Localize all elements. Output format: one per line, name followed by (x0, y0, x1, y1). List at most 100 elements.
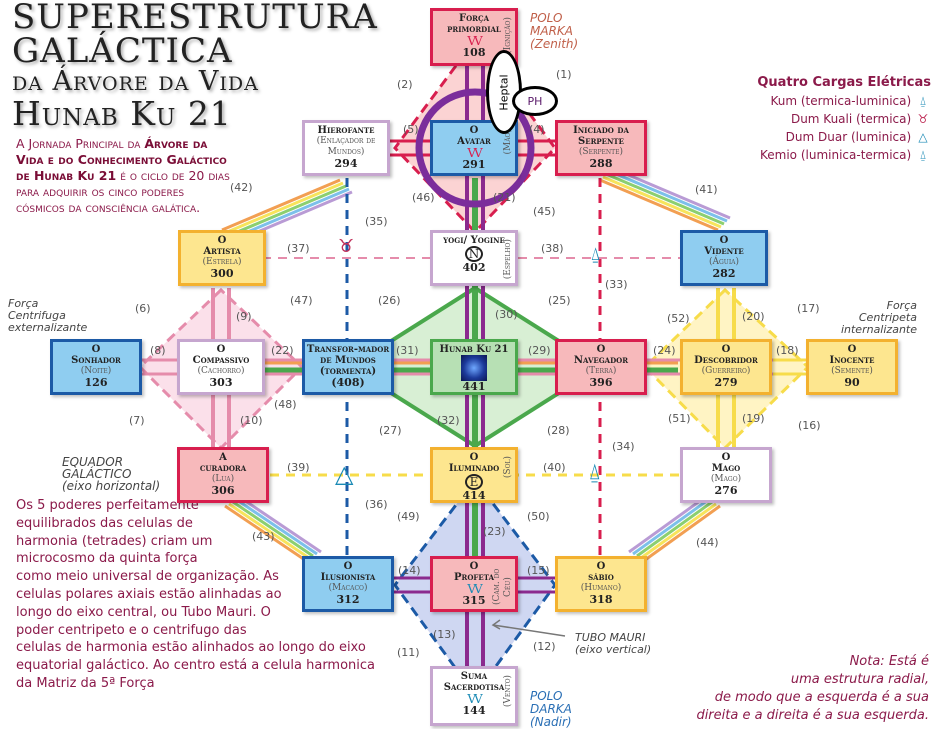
node-number: 303 (209, 376, 233, 389)
node-curadora[interactable]: A curadora (Lua) 306 (177, 447, 269, 503)
node-yogi-yogine[interactable]: yogi/ Yogine N 402 (Espelho) (430, 230, 518, 286)
connection-number: (7) (129, 414, 145, 427)
note-line: uma estrutura radial, (790, 672, 929, 687)
tubo-mauri-arrow (492, 624, 566, 637)
node-sub: (Lua) (211, 474, 235, 484)
connection-number: (24) (653, 344, 676, 357)
node-name: Compassivo (192, 355, 250, 366)
connection-number: (1) (556, 68, 572, 81)
node-mago[interactable]: O Mago (Mago) 276 (680, 447, 772, 503)
label-line: DARKA (530, 702, 572, 716)
note-text: Nota: Está é uma estrutura radial, de mo… (696, 653, 929, 725)
dum-duar-icon: △ (335, 460, 354, 488)
wave-icon: VV (467, 582, 482, 596)
node-number: 402 (462, 261, 486, 274)
node-sub: (Macaco) (328, 583, 368, 593)
kum-icon: ⍙ (590, 244, 601, 265)
node-sub: (Estrela) (202, 257, 242, 267)
node-transformador-de-mundos[interactable]: Transfor-mador de Mundos (tormenta) (408… (302, 339, 394, 395)
connection-number: (44) (696, 536, 719, 549)
node-prefix: O (847, 344, 857, 355)
connection-number: (48) (274, 398, 297, 411)
node-sonhador[interactable]: O Sonhador (Noite) 126 (50, 339, 142, 395)
note-line: de modo que a esquerda é a sua (714, 690, 929, 705)
connection-number: (38) (541, 242, 564, 255)
node-name: Iniciado da Serpente (573, 125, 629, 147)
wave-icon: VV (467, 146, 482, 160)
connection-number: (42) (230, 181, 253, 194)
legend-item: Dum Duar (luminica) △ (757, 128, 931, 146)
label-line: POLO (530, 11, 563, 25)
node-sabio[interactable]: O sábio (Humano) 318 (555, 556, 647, 612)
connection-number: (6) (135, 302, 151, 315)
connection-number: (13) (433, 628, 456, 641)
node-compassivo[interactable]: O Compassivo (Cachorro) 303 (177, 339, 265, 395)
node-name: Sonhador (71, 355, 121, 366)
ph-annotation: PH (512, 86, 558, 116)
label-line: Força (886, 299, 917, 312)
ph-label: PH (527, 94, 543, 108)
connection-number: (52) (667, 312, 690, 325)
connection-number: (36) (365, 498, 388, 511)
node-name: Mago (711, 463, 741, 474)
node-sub: (Cachorro) (197, 366, 245, 376)
connection-number: (33) (605, 278, 628, 291)
node-navegador[interactable]: O Navegador (Terra) 396 (555, 339, 647, 395)
node-iluminado[interactable]: O Iluminado E 414 (Sol) (430, 447, 518, 503)
node-name: Vidente (704, 246, 744, 257)
node-suma-sacerdotisa[interactable]: Suma Sacerdotisa VV 144 (Vento) (430, 666, 518, 726)
node-number: 90 (844, 376, 860, 389)
node-inocente[interactable]: O Inocente (Semente) 90 (806, 339, 898, 395)
node-sub: (Noite) (80, 366, 112, 376)
intro-part-2: é o ciclo de 20 dias para adquirir os ci… (16, 168, 230, 215)
label-line: POLO (530, 689, 563, 703)
node-number: 312 (336, 593, 360, 606)
connection-number: (31) (396, 344, 419, 357)
node-descobridor[interactable]: O Descobridor (Guerreiro) 279 (680, 339, 772, 395)
node-hierofante[interactable]: Hierofante (Enlaçador de Mundos) 294 (302, 120, 390, 176)
title-line-4: Hunab Ku 21 (12, 94, 232, 133)
node-number: 282 (712, 267, 736, 280)
connection-number: (41) (695, 183, 718, 196)
connection-number: (43) (252, 530, 275, 543)
node-side-label: (Ignição) (503, 17, 513, 54)
node-hunab-ku-21[interactable]: Hunab Ku 21 441 (430, 339, 518, 395)
node-number: 144 (462, 704, 486, 717)
connection-number: (16) (798, 419, 821, 432)
node-ilusionista[interactable]: O Ilusionista (Macaco) 312 (302, 556, 394, 612)
title-line-2: GALÁCTICA (12, 31, 233, 71)
node-name: sábio (588, 572, 614, 583)
title-line-3: da Árvore da Vida (12, 66, 259, 97)
dum-duar-icon: △ (918, 130, 928, 144)
connection-number: (14) (398, 564, 421, 577)
legend-item: Kum (termica-luminica) ⍙ (757, 92, 931, 110)
node-vidente[interactable]: O Vidente (Águia) 282 (680, 230, 768, 286)
node-prefix: O (91, 344, 101, 355)
node-profeta[interactable]: O Profeta VV 315 (Cam. do Céu) (430, 556, 518, 612)
node-artista[interactable]: O Artista (Estrela) 300 (178, 230, 266, 286)
node-prefix: O (719, 235, 729, 246)
node-number: 441 (462, 380, 486, 393)
node-iniciado-da-serpente[interactable]: Iniciado da Serpente (Serpente) 288 (555, 120, 647, 176)
circle-n-icon: N (465, 246, 483, 262)
kemio-icon: ⍙ (588, 460, 602, 485)
node-prefix: O (343, 561, 353, 572)
body-text: Os 5 poderes perfeitamente equilibrados … (16, 497, 386, 693)
connection-number: (20) (742, 310, 765, 323)
legend-label: Kemio (luminica-termica) (760, 148, 912, 162)
label-line: externalizante (8, 321, 88, 334)
rainbow-41 (599, 166, 731, 232)
wrap-spacer (236, 497, 386, 553)
connection-number: (39) (287, 461, 310, 474)
connection-number: (30) (495, 308, 518, 321)
node-name: Suma Sacerdotisa (443, 671, 505, 693)
intro-bold: Árvore da Vida e do Conhecimento Galácti… (16, 136, 227, 183)
node-number: 279 (714, 376, 738, 389)
centripeta-label: Força Centripeta internalizante (841, 300, 917, 336)
avatar-highlight-circle (415, 88, 535, 208)
connection-number: (49) (397, 510, 420, 523)
node-number: (408) (331, 376, 365, 389)
tubo-mauri-label: TUBO MAURI (eixo vertical) (575, 632, 651, 656)
connection-number: (9) (236, 310, 252, 323)
connection-number: (22) (271, 344, 294, 357)
